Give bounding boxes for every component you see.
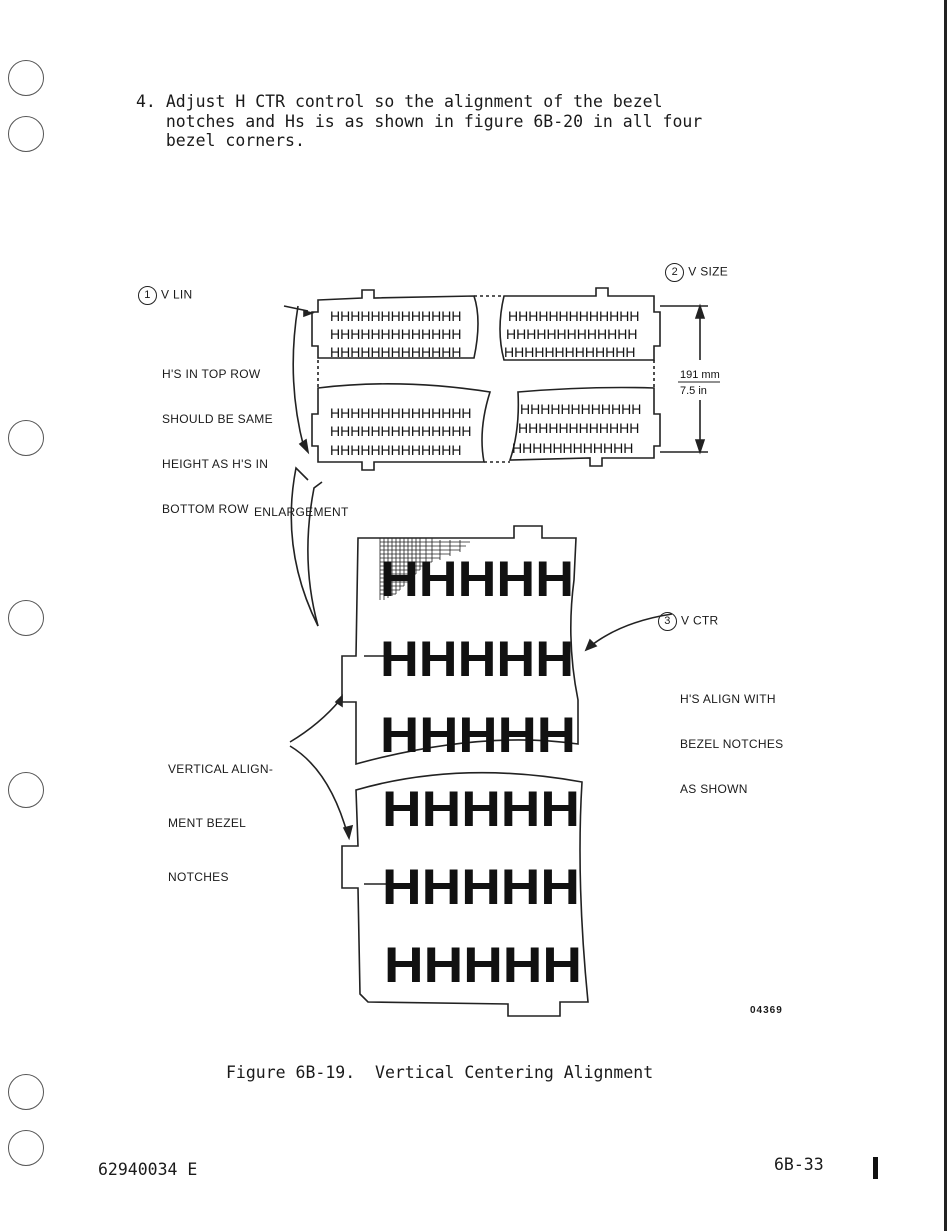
binder-hole	[8, 420, 44, 456]
change-bar	[873, 1157, 878, 1179]
enlarged-h-row: HHHHH	[380, 631, 574, 687]
h-row: HHHHHHHHHHHHHH	[330, 423, 472, 439]
callout-label: V LIN	[161, 287, 193, 302]
callout-note-line: HEIGHT AS H'S IN	[162, 457, 269, 471]
enlarged-h-row: HHHHH	[380, 551, 574, 607]
callout-note-line: SHOULD BE SAME	[162, 412, 273, 426]
h-row: HHHHHHHHHHHH	[518, 420, 639, 436]
instruction-line: Adjust H CTR control so the alignment of…	[165, 92, 663, 111]
enlarged-h-row: HHHHH	[382, 859, 580, 915]
h-row: HHHHHHHHHHHH	[512, 440, 633, 456]
h-row: HHHHHHHHHHHHH	[330, 344, 461, 360]
h-row: HHHHHHHHHHHH	[520, 401, 641, 417]
binder-hole	[8, 116, 44, 152]
callout-note-line: NOTCHES	[168, 870, 229, 884]
callout-label: V CTR	[681, 613, 719, 628]
instruction-line: bezel corners.	[165, 131, 305, 150]
callout-note-line: VERTICAL ALIGN-	[168, 762, 274, 776]
callout-note-line: H'S ALIGN WITH	[680, 692, 776, 706]
callout-note-line: BOTTOM ROW	[162, 502, 249, 516]
h-row: HHHHHHHHHHHHH	[506, 326, 637, 342]
binder-hole	[8, 60, 44, 96]
h-row: HHHHHHHHHHHHH	[330, 326, 461, 342]
h-row: HHHHHHHHHHHHH	[504, 344, 635, 360]
enlarged-h-row: HHHHH	[382, 781, 580, 837]
document-number: 62940034 E	[98, 1160, 198, 1179]
pixel-grid	[379, 538, 470, 600]
instruction-line: notches and Hs is as shown in figure 6B-…	[165, 111, 703, 131]
callout-number-1: 1	[138, 286, 157, 305]
step-number: 4.	[136, 92, 156, 111]
callout-v-lin: 1 V LIN H'S IN TOP ROW SHOULD BE SAME HEI…	[138, 256, 273, 562]
callout-note-line: AS SHOWN	[680, 782, 748, 796]
callout-number-3: 3	[658, 612, 677, 631]
instruction-step: 4. Adjust H CTR control so the alignment…	[136, 92, 702, 151]
binder-hole	[8, 1130, 44, 1166]
enlarged-h-rows: HHHHH HHHHH HHHHH HHHHH HHHHH HHHHH	[380, 551, 582, 993]
h-row: HHHHHHHHHHHHH	[330, 442, 461, 458]
dimension-imperial: 7.5 in	[680, 385, 707, 397]
binder-hole	[8, 1074, 44, 1110]
callout-label: V SIZE	[688, 264, 729, 279]
h-row: HHHHHHHHHHHHH	[330, 308, 461, 324]
page-number: 6B-33	[774, 1155, 824, 1174]
binder-hole	[8, 600, 44, 636]
enlarged-h-row: HHHHH	[380, 707, 576, 763]
callout-enlargement: ENLARGEMENT	[254, 505, 349, 519]
h-row: HHHHHHHHHHHHHH	[330, 405, 472, 421]
screen-h-rows: HHHHHHHHHHHHH HHHHHHHHHHHHH HHHHHHHHHHHH…	[330, 308, 641, 458]
dimension-metric: 191 mm	[680, 369, 720, 381]
callout-number-2: 2	[665, 263, 685, 282]
h-row: HHHHHHHHHHHHH	[508, 308, 639, 324]
binder-hole	[8, 772, 44, 808]
callout-v-ctr: 3 V CTR H'S ALIGN WITH BEZEL NOTCHES AS S…	[658, 582, 783, 842]
enlarged-h-row: HHHHH	[384, 937, 582, 993]
page-edge-bar	[944, 0, 947, 1231]
callout-note-line: H'S IN TOP ROW	[162, 367, 261, 381]
callout-note-line: MENT BEZEL	[168, 816, 247, 830]
figure-caption: Figure 6B-19. Vertical Centering Alignme…	[226, 1063, 654, 1082]
figure-id: 04369	[750, 1005, 783, 1016]
callout-vertical-notches: VERTICAL ALIGN- MENT BEZEL NOTCHES	[168, 724, 273, 904]
callout-note-line: BEZEL NOTCHES	[680, 737, 784, 751]
